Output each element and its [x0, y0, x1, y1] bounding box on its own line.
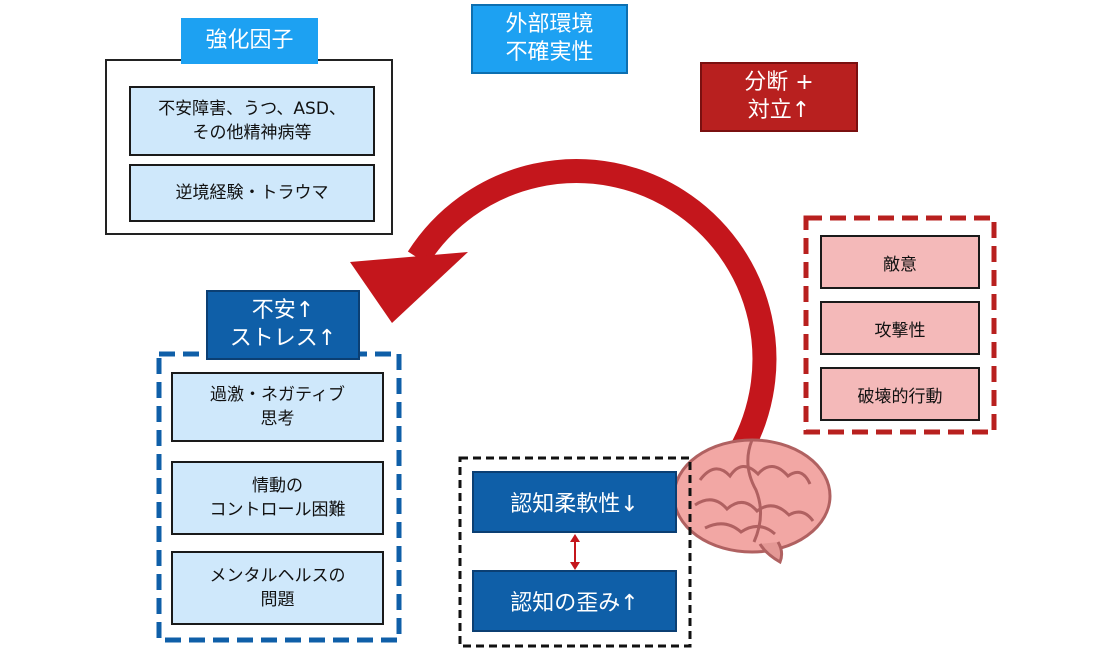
- hostility-frame: [803, 215, 997, 435]
- cognition-frame: [458, 456, 692, 648]
- cycle-arrowhead: [350, 252, 468, 323]
- division-label: 分断 + 対立↑: [700, 62, 858, 132]
- brain-icon: [672, 438, 832, 565]
- hostility-item-2: 攻撃性: [820, 301, 980, 355]
- hostility-item-3: 破壊的行動: [820, 367, 980, 421]
- cycle-arrow-ring: [407, 159, 777, 467]
- anxiety-item-1: 過激・ネガティブ 思考: [171, 372, 384, 442]
- hostility-item-1: 敵意: [820, 235, 980, 289]
- anxiety-item-3: メンタルヘルスの 問題: [171, 551, 384, 625]
- double-arrow-icon: [570, 534, 580, 570]
- anxiety-title: 不安↑ ストレス↑: [206, 290, 360, 360]
- factors-item-1: 不安障害、うつ、ASD、 その他精神病等: [129, 86, 375, 156]
- cognitive-distortion-box: 認知の歪み↑: [472, 570, 677, 632]
- factors-item-2: 逆境経験・トラウマ: [129, 164, 375, 222]
- factors-title: 強化因子: [181, 18, 318, 64]
- cognitive-flexibility-box: 認知柔軟性↓: [472, 471, 677, 533]
- anxiety-item-2: 情動の コントロール困難: [171, 461, 384, 535]
- external-environment-label: 外部環境 不確実性: [471, 4, 628, 74]
